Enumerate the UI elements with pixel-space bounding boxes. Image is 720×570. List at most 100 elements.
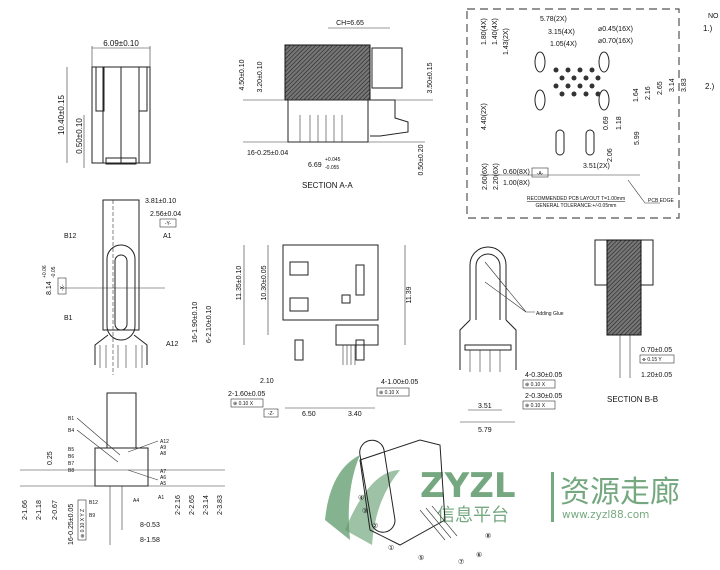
dim-c4: 2.06 xyxy=(607,148,614,162)
tolerance: ⊕ 0.10 X Y Z xyxy=(80,509,86,538)
dim-b4: 1.00(8X) xyxy=(503,180,530,187)
callout-2: ② xyxy=(372,522,378,530)
dim-b2: 2.20(6X) xyxy=(493,163,500,190)
dim-w2: 5.79 xyxy=(478,427,492,434)
dim-hole1: ⌀0.45(16X) xyxy=(598,26,633,33)
dim-ch: CH=6.65 xyxy=(336,20,364,27)
watermark-sub: 信息平台 xyxy=(437,505,509,526)
tolerance: ⌯ 0.15 Y xyxy=(642,357,662,363)
dim-h-base: 8.14 xyxy=(46,281,53,295)
pin-label: B6 xyxy=(68,454,74,460)
dim-p2: 2-0.30±0.05 xyxy=(525,393,562,400)
watermark-url: www.zyzl88.com xyxy=(562,509,649,521)
dim-w-plus: +0.045 xyxy=(325,157,341,163)
isometric-view: ④ ③ ② ① ⑤ ⑥ ⑦ ⑧ xyxy=(358,439,491,566)
watermark: ZYZL 信息平台 资源走廊 www.zyzl88.com xyxy=(325,455,680,545)
dim-w-minus: -0.055 xyxy=(325,165,339,171)
dim-r3: 2.65 xyxy=(657,81,664,95)
dim-c3: 5.99 xyxy=(634,131,641,145)
dim-r5: 3.83 xyxy=(681,78,688,92)
notes: NO 1.) 2.) xyxy=(703,13,719,91)
pcb-title: RECOMMENDED PCB LAYOUT T=1.00mm xyxy=(527,196,625,202)
watermark-logo-icon xyxy=(325,455,360,540)
dim-b1: 2.60(6X) xyxy=(482,163,489,190)
dim-d2: 3.15(4X) xyxy=(548,29,575,36)
dim-d5: 4-1.00±0.05 xyxy=(381,379,418,386)
dim-h1: 4.50±0.10 xyxy=(239,59,246,90)
pin-label: B1 xyxy=(68,416,74,422)
dim-hole2: ⌀0.70(16X) xyxy=(598,38,633,45)
pin-label: A5 xyxy=(160,481,166,487)
pin-label: B5 xyxy=(68,447,74,453)
note-1: 1.) xyxy=(703,24,713,33)
pin-a12: A12 xyxy=(166,341,179,348)
dim-025: 0.25 xyxy=(47,451,54,465)
dim-w2: 2.56±0.04 xyxy=(150,211,181,218)
pin-label: A6 xyxy=(160,475,166,481)
front-view: 6.09±0.10 10.40±0.15 0.50±0.10 xyxy=(57,39,151,168)
dim-w1: 3.81±0.10 xyxy=(145,198,176,205)
dim-r2: 2-2.65 xyxy=(189,495,196,515)
dim-b3: 0.60(8X) xyxy=(503,169,530,176)
pin-label: A1 xyxy=(158,495,164,501)
dim-gap: 0.50±0.20 xyxy=(418,144,425,175)
dim-l2: 2-1.18 xyxy=(36,500,43,520)
section-title: SECTION A-A xyxy=(302,181,353,190)
pin-label: A8 xyxy=(160,451,166,457)
side-view: 11.35±0.10 10.30±0.05 11.39 2.10 2-1.60±… xyxy=(228,244,418,418)
dim-r1: 2-2.16 xyxy=(175,495,182,515)
dim-r4: 2-3.83 xyxy=(217,495,224,515)
end-view: 3.81±0.10 2.56±0.04 -Y- B12 A1 B1 A12 8.… xyxy=(42,198,213,375)
dim-l3: 2-0.67 xyxy=(52,500,59,520)
tolerance-1: ⊕ 0.10 X xyxy=(525,382,546,388)
pin-label: B8 xyxy=(68,468,74,474)
dim-l1: 2-1.66 xyxy=(22,500,29,520)
dim-v1: 1.80(4X) xyxy=(481,18,488,45)
tolerance-2: ⊕ 0.10 X xyxy=(379,390,400,396)
dim-w-base: 6.69 xyxy=(308,162,322,169)
dim-r1: 1.64 xyxy=(633,88,640,102)
dim-r3: 2-3.14 xyxy=(203,495,210,515)
dim-r4: 3.14 xyxy=(669,78,676,92)
dim-d4: 3.40 xyxy=(348,411,362,418)
pin-b12: B12 xyxy=(64,233,77,240)
callout-1: ① xyxy=(388,544,394,552)
dim-p2: 6-2.10±0.10 xyxy=(206,306,213,343)
dim-w2: 8-1.58 xyxy=(140,537,160,544)
bottom-view: B1 B4 B5 B6 B7 B8 A12 A9 A8 A7 A6 A5 A1 … xyxy=(20,392,225,545)
dim-l4: 16-0.25±0.05 xyxy=(68,504,75,545)
section-title: SECTION B-B xyxy=(607,395,658,404)
watermark-divider xyxy=(551,472,554,522)
pin-b1: B1 xyxy=(64,315,73,322)
dim-d1: 0.70±0.05 xyxy=(641,347,672,354)
callout-5: ⑤ xyxy=(418,554,424,562)
dim-v2: 1.40(4X) xyxy=(492,18,499,45)
dim-c5: 3.51(2X) xyxy=(583,163,610,170)
dim-d3: 1.05(4X) xyxy=(550,41,577,48)
callout-3: ③ xyxy=(362,507,368,515)
notes-head: NO xyxy=(708,13,719,20)
dim-h3: 3.50±0.15 xyxy=(427,62,434,93)
datum-z: -Z- xyxy=(268,411,275,417)
datum-x: -X- xyxy=(60,284,66,291)
dim-c2: 1.18 xyxy=(616,116,623,130)
dim-offset: 0.50±0.10 xyxy=(75,118,84,154)
dim-c1: 0.69 xyxy=(603,116,610,130)
dim-h1: 11.35±0.10 xyxy=(236,266,243,301)
callout-6: ⑥ xyxy=(476,551,482,559)
dim-h-minus: -0.05 xyxy=(51,266,57,278)
pin-label: B7 xyxy=(68,461,74,467)
dim-v3: 1.43(2X) xyxy=(503,28,510,55)
dim-v4: 4.40(2X) xyxy=(481,103,488,130)
dim-r2: 2.16 xyxy=(645,86,652,100)
watermark-logo-text: ZYZL xyxy=(420,466,516,506)
section-b-b: 0.70±0.05 ⌯ 0.15 Y 1.20±0.05 SECTION B-B xyxy=(594,239,675,404)
dim-h2: 3.20±0.10 xyxy=(257,61,264,92)
glue-view: Adding Glue 4-0.30±0.05 ⊕ 0.10 X 2-0.30±… xyxy=(459,246,564,434)
watermark-cn: 资源走廊 xyxy=(560,475,680,510)
callout-4: ④ xyxy=(358,494,364,502)
callout-8: ⑧ xyxy=(485,532,491,540)
callout-7: ⑦ xyxy=(458,558,464,566)
datum-a: -A- xyxy=(537,171,544,177)
